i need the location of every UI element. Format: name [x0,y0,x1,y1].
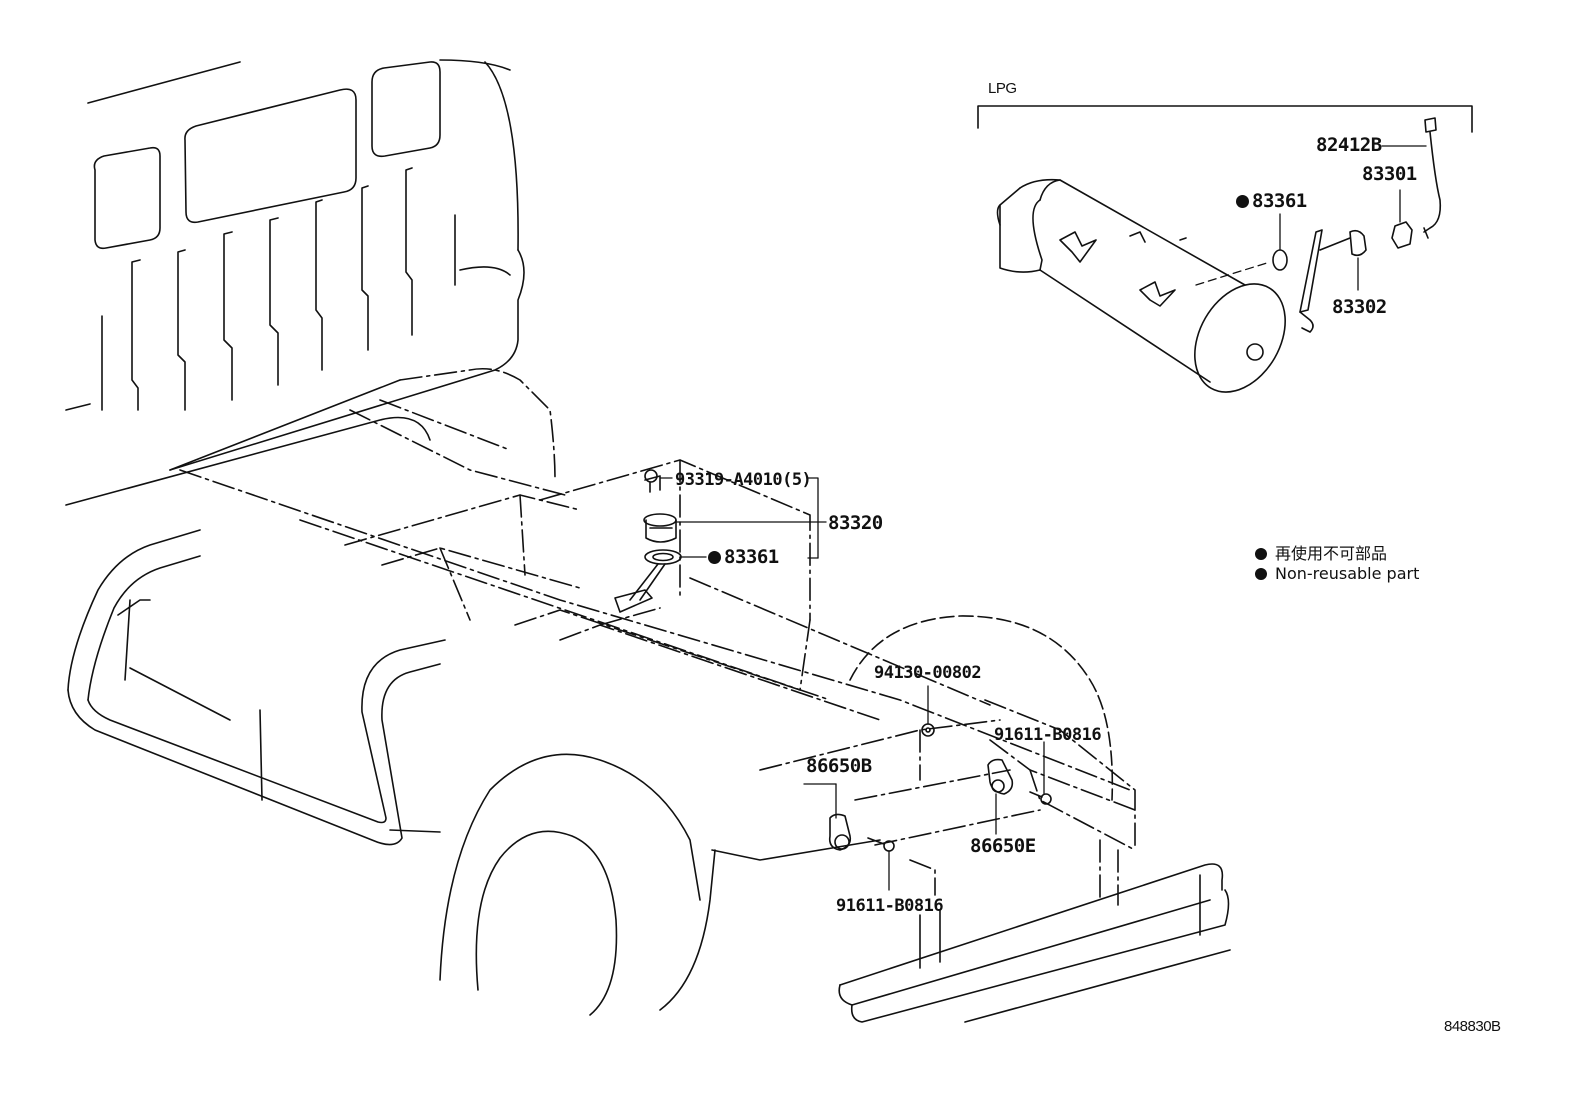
non-reusable-marker-icon [708,551,721,564]
illustration-code: 848830B [1444,1018,1501,1035]
lpg-group-bracket [977,105,1473,133]
rear-wheel [439,753,881,1016]
rear-bumper [838,863,1231,1023]
lpg-sender-parts [1272,117,1442,333]
callout-94130: 94130-00802 [874,663,982,683]
lpg-leader-lines [1195,145,1427,291]
callout-83361-lpg: 83361 [1236,190,1307,212]
callout-86650E: 86650E [970,835,1036,857]
callout-91611-right: 91611-B0816 [994,725,1102,745]
leader-lines [659,477,1045,891]
legend-japanese: 再使用不可部品 [1255,540,1387,564]
rear-fender [849,615,1114,801]
chassis-frame [179,367,1136,906]
sensor-86650E [987,758,1014,795]
callout-83361: 83361 [708,546,779,568]
callout-83320: 83320 [828,512,883,534]
sensor-86650B [828,813,852,851]
callout-86650B: 86650B [806,755,872,777]
side-rail [67,529,446,846]
lpg-group-label: LPG [988,80,1017,97]
callout-83301: 83301 [1362,163,1417,185]
sender-gauge-assembly [614,469,682,613]
legend-english: Non-reusable part [1255,564,1419,583]
callout-82412B: 82412B [1316,134,1382,156]
callout-91611-bottom: 91611-B0816 [836,896,944,916]
non-reusable-marker-icon [1236,195,1249,208]
callout-93319: 93319-A4010(5) [675,470,812,490]
bolt-91611-right [1029,791,1052,805]
cab-body [65,59,525,506]
non-reusable-marker-icon [1255,568,1267,580]
callout-83302: 83302 [1332,296,1387,318]
lpg-tank [996,178,1286,393]
non-reusable-marker-icon [1255,548,1267,560]
